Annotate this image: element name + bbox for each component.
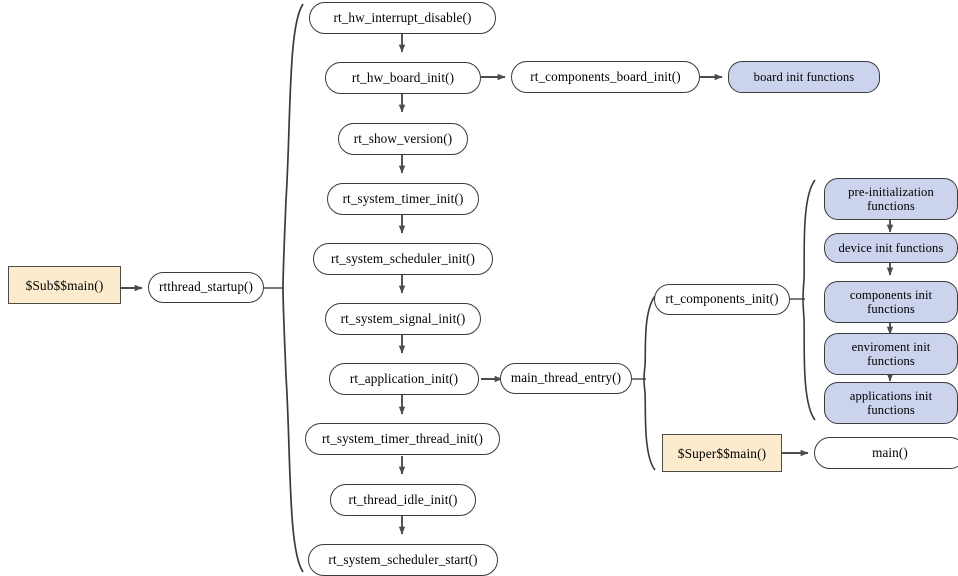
node-rt-hw-board-init[interactable]: rt_hw_board_init() — [325, 62, 481, 94]
node-rt-system-scheduler-init[interactable]: rt_system_scheduler_init() — [313, 243, 493, 275]
node-enviroment-init-functions-label: enviroment init functions — [851, 339, 931, 368]
node-rt-application-init[interactable]: rt_application_init() — [329, 363, 479, 395]
brace-components-group — [802, 179, 816, 421]
node-applications-init-functions[interactable]: applications init functions — [824, 382, 958, 424]
node-pre-initialization-functions-label: pre-initialization functions — [848, 184, 934, 213]
node-rt-thread-idle-init-label: rt_thread_idle_init() — [348, 491, 458, 507]
node-pre-initialization-functions[interactable]: pre-initialization functions — [824, 178, 958, 220]
node-rt-system-scheduler-start-label: rt_system_scheduler_start() — [328, 551, 478, 567]
node-enviroment-init-functions[interactable]: enviroment init functions — [824, 333, 958, 375]
node-rt-components-init[interactable]: rt_components_init() — [654, 284, 790, 315]
node-main-thread-entry-label: main_thread_entry() — [510, 370, 622, 386]
node-main-label: main() — [872, 444, 908, 460]
node-rt-system-scheduler-start[interactable]: rt_system_scheduler_start() — [308, 544, 498, 576]
node-rt-show-version[interactable]: rt_show_version() — [338, 123, 468, 155]
node-super-main[interactable]: $Super$$main() — [662, 434, 782, 472]
node-rt-system-scheduler-init-label: rt_system_scheduler_init() — [331, 250, 475, 266]
node-device-init-functions-label: device init functions — [838, 240, 944, 255]
node-main-thread-entry[interactable]: main_thread_entry() — [500, 363, 632, 394]
node-rt-system-timer-thread-init-label: rt_system_timer_thread_init() — [321, 430, 484, 446]
node-rt-hw-board-init-label: rt_hw_board_init() — [351, 69, 455, 85]
node-rtthread-startup[interactable]: rtthread_startup() — [148, 272, 264, 303]
brace-mainthread-group — [643, 295, 656, 471]
node-rtthread-startup-label: rtthread_startup() — [158, 279, 254, 295]
node-rt-system-signal-init-label: rt_system_signal_init() — [340, 310, 466, 326]
node-main[interactable]: main() — [814, 437, 958, 469]
node-rt-components-init-label: rt_components_init() — [665, 291, 779, 307]
node-sub-main-label: $Sub$$main() — [25, 277, 104, 293]
node-sub-main[interactable]: $Sub$$main() — [8, 266, 121, 304]
node-rt-system-timer-thread-init[interactable]: rt_system_timer_thread_init() — [305, 423, 500, 455]
node-device-init-functions[interactable]: device init functions — [824, 233, 958, 263]
node-rt-thread-idle-init[interactable]: rt_thread_idle_init() — [330, 484, 476, 516]
node-rt-show-version-label: rt_show_version() — [353, 130, 453, 146]
brace-startup-group — [282, 3, 304, 573]
node-rt-system-timer-init-label: rt_system_timer_init() — [342, 190, 464, 206]
node-rt-system-timer-init[interactable]: rt_system_timer_init() — [327, 183, 479, 215]
node-super-main-label: $Super$$main() — [677, 445, 767, 461]
node-rt-application-init-label: rt_application_init() — [349, 370, 459, 386]
node-components-init-functions[interactable]: components init functions — [824, 281, 958, 323]
node-rt-hw-interrupt-disable[interactable]: rt_hw_interrupt_disable() — [309, 2, 496, 34]
node-applications-init-functions-label: applications init functions — [849, 388, 933, 417]
node-rt-system-signal-init[interactable]: rt_system_signal_init() — [325, 303, 481, 335]
node-components-init-functions-label: components init functions — [849, 287, 933, 316]
node-rt-components-board-init-label: rt_components_board_init() — [530, 68, 681, 84]
node-board-init-functions[interactable]: board init functions — [728, 61, 880, 93]
node-rt-hw-interrupt-disable-label: rt_hw_interrupt_disable() — [333, 9, 472, 25]
node-board-init-functions-label: board init functions — [753, 69, 855, 84]
node-rt-components-board-init[interactable]: rt_components_board_init() — [511, 61, 700, 93]
